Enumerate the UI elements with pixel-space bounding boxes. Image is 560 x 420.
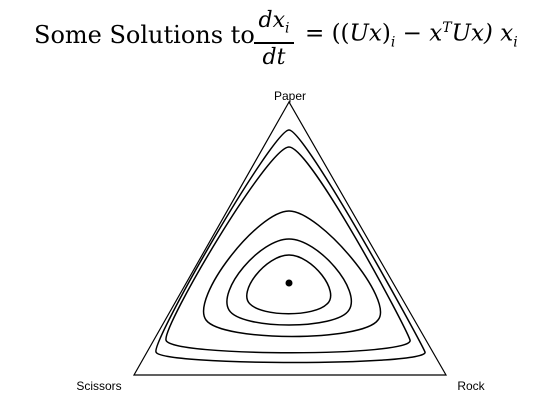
numerator-subscript: i	[285, 20, 290, 37]
vertex-label-rock: Rock	[457, 379, 485, 393]
title-prefix: Some Solutions to	[34, 21, 255, 49]
orbit-1	[155, 129, 426, 364]
rhs-sub-i2: i	[513, 34, 518, 51]
rhs-minus-x: − x	[395, 20, 443, 47]
fraction-denominator: dt	[262, 44, 286, 70]
rhs-open: = ((	[305, 20, 350, 47]
simplex-triangle	[132, 100, 448, 376]
fraction-numerator: dx	[258, 8, 286, 33]
replicator-equation: dxi dt = ((Ux)i − xTUx) xi	[250, 8, 555, 71]
rhs-sub-i: i	[390, 34, 396, 51]
orbit-3	[202, 210, 382, 338]
vertex-label-paper: Paper	[274, 89, 306, 103]
vertex-label-scissors: Scissors	[76, 379, 121, 393]
rhs-ux-x: Ux) x	[451, 20, 514, 47]
orbit-5	[246, 254, 332, 315]
rhs-close: )	[381, 20, 391, 47]
figure-title: Some Solutions to dxi dt = ((Ux)i − xTUx…	[0, 8, 560, 71]
rhs-ux: Ux	[349, 20, 382, 47]
fraction-bar	[254, 42, 294, 44]
rhs-sup-t: T	[442, 20, 452, 36]
equilibrium-point	[285, 279, 293, 287]
orbit-2	[165, 146, 411, 354]
derivative-fraction: dxi dt	[254, 8, 294, 71]
orbit-4	[226, 238, 352, 326]
equation-right-side: = ((Ux)i − xTUx) xi	[305, 20, 518, 50]
